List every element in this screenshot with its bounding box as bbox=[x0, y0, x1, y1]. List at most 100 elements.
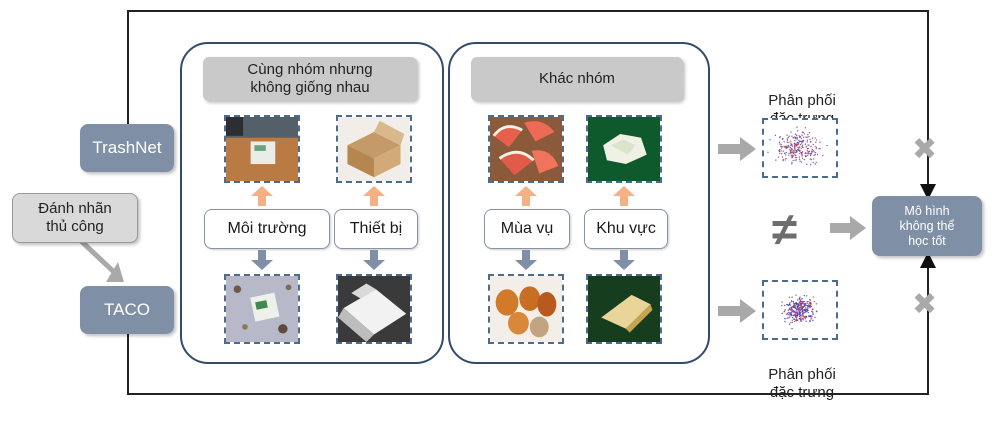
scatter-point bbox=[806, 150, 809, 152]
scatter-point bbox=[802, 136, 805, 138]
scatter-point bbox=[801, 134, 803, 136]
scatter-point bbox=[808, 136, 810, 138]
scatter-point bbox=[790, 154, 792, 156]
scatter-point bbox=[808, 132, 811, 134]
scatter-point bbox=[811, 137, 814, 139]
scatter-point bbox=[791, 319, 793, 321]
scatter-point bbox=[797, 149, 799, 151]
scatter-point bbox=[798, 297, 801, 299]
scatter-point bbox=[798, 158, 801, 160]
scatter-point bbox=[802, 312, 804, 314]
different-group-title-text: Khác nhóm bbox=[539, 70, 615, 87]
scatter-point bbox=[802, 131, 805, 134]
arrow-right-icon bbox=[718, 137, 756, 161]
model-text: Mô hình không thể học tốt bbox=[899, 203, 955, 248]
scatter-point bbox=[797, 146, 799, 148]
scatter-point bbox=[796, 138, 798, 140]
scatter-point bbox=[793, 146, 796, 148]
scatter-point bbox=[797, 305, 799, 307]
manual-to-taco-arrow bbox=[78, 238, 124, 282]
scatter-point bbox=[805, 136, 807, 138]
scatter-point bbox=[777, 156, 780, 158]
region-photo-bottom bbox=[586, 274, 662, 344]
scatter-point bbox=[779, 143, 781, 145]
scatter-point bbox=[804, 315, 806, 318]
scatter-point bbox=[785, 151, 787, 154]
scatter-point bbox=[790, 314, 793, 317]
scatter-point bbox=[793, 318, 795, 321]
scatter-point bbox=[799, 140, 802, 142]
scatter-point bbox=[813, 158, 815, 160]
scatter-point bbox=[810, 145, 812, 148]
scatter-point bbox=[807, 305, 809, 308]
scatter-point bbox=[801, 146, 804, 148]
scatter-point bbox=[779, 152, 781, 154]
scatter-point bbox=[791, 310, 793, 312]
scatter-point bbox=[793, 145, 796, 147]
scatter-point bbox=[795, 143, 798, 145]
scatter-point bbox=[785, 313, 788, 316]
scatter-point bbox=[809, 298, 811, 301]
scatter-point bbox=[788, 154, 790, 156]
scatter-point bbox=[795, 138, 797, 140]
feature-dist-plot-top bbox=[762, 118, 838, 178]
scatter-point bbox=[809, 138, 811, 141]
feature-dist-bottom-text: Phân phối đặc trưng bbox=[768, 366, 836, 401]
arrow-down-icon bbox=[515, 250, 537, 270]
scatter-point bbox=[814, 137, 816, 139]
arrow-down-icon bbox=[363, 250, 385, 270]
scatter-point bbox=[796, 318, 798, 321]
scatter-point bbox=[780, 147, 783, 149]
environment-photo-taco bbox=[224, 274, 300, 344]
scatter-point bbox=[802, 139, 805, 142]
scatter-point bbox=[791, 163, 793, 165]
scatter-point bbox=[778, 141, 781, 143]
scatter-point bbox=[801, 144, 804, 146]
season-photo-top bbox=[488, 115, 564, 183]
environment-label: Môi trường bbox=[227, 220, 307, 237]
scatter-point bbox=[791, 144, 793, 146]
feature-dist-caption-bottom: Phân phối đặc trưng bbox=[752, 348, 852, 402]
scatter-point bbox=[800, 301, 802, 304]
scatter-point bbox=[785, 147, 787, 150]
scatter-point bbox=[810, 152, 813, 154]
arrow-right-icon bbox=[830, 216, 866, 240]
scatter-point bbox=[789, 314, 791, 316]
scatter-point bbox=[793, 307, 796, 309]
scatter-point bbox=[794, 159, 796, 161]
scatter-point bbox=[804, 318, 807, 320]
scatter-point bbox=[805, 304, 807, 307]
scatter-point bbox=[814, 145, 816, 148]
scatter-point bbox=[786, 134, 788, 136]
scatter-point bbox=[794, 139, 796, 142]
scatter-point bbox=[789, 144, 792, 146]
scatter-point bbox=[799, 300, 801, 302]
scatter-point bbox=[794, 133, 797, 135]
scatter-point bbox=[815, 139, 818, 141]
scatter-point bbox=[786, 146, 788, 149]
scatter-point bbox=[792, 310, 795, 312]
scatter-point bbox=[794, 148, 796, 151]
scatter-point bbox=[813, 300, 816, 303]
scatter-point bbox=[792, 155, 794, 158]
scatter-point bbox=[789, 146, 791, 148]
scatter-point bbox=[786, 312, 789, 315]
scatter-point bbox=[797, 143, 800, 145]
scatter-point bbox=[795, 320, 798, 322]
scatter-point bbox=[799, 313, 802, 315]
scatter-point bbox=[811, 317, 813, 319]
scatter-point bbox=[798, 156, 801, 158]
scatter-point bbox=[808, 153, 810, 155]
scatter-point bbox=[782, 158, 784, 161]
scatter-point bbox=[791, 156, 793, 158]
scatter-point bbox=[789, 304, 792, 306]
scatter-point bbox=[812, 311, 814, 313]
scatter-point bbox=[798, 301, 801, 303]
scatter-point bbox=[792, 311, 794, 313]
scatter-point bbox=[810, 305, 813, 308]
scatter-point bbox=[807, 152, 809, 154]
arrow-right-icon bbox=[718, 299, 756, 323]
scatter-point bbox=[801, 140, 803, 142]
scatter-point bbox=[783, 146, 785, 148]
scatter-point bbox=[790, 142, 792, 144]
